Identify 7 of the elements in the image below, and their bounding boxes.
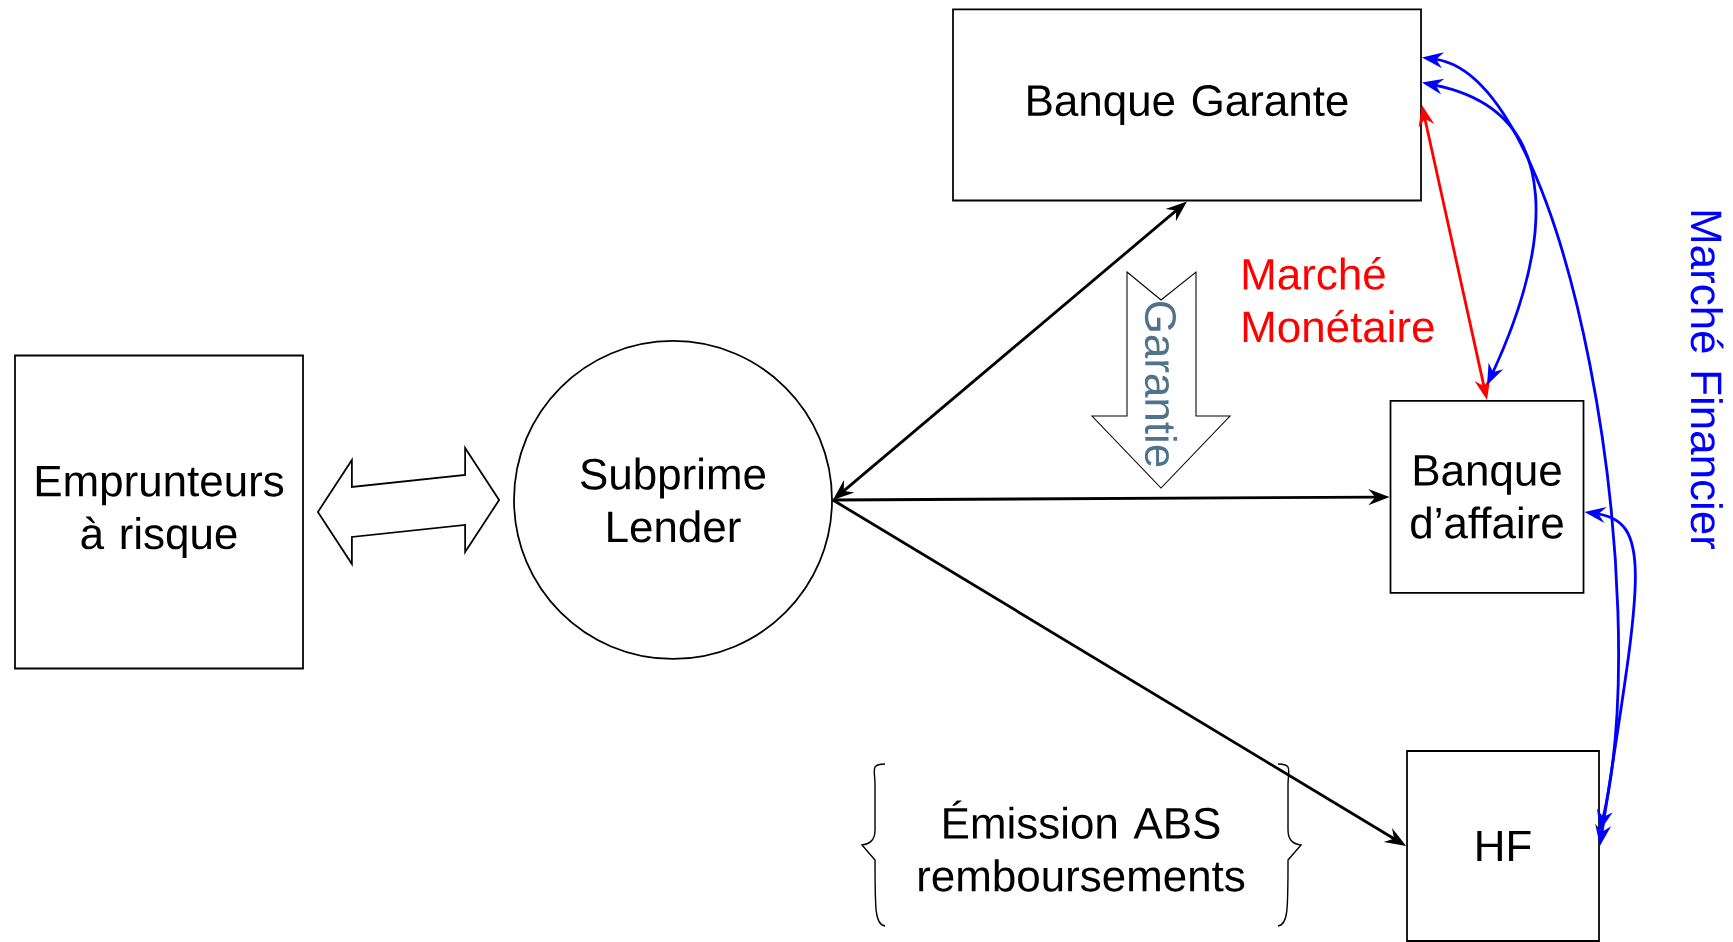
process-box: Banque d’affaire — [1389, 400, 1585, 594]
rotated-label: Marché Financier — [1690, 211, 1724, 550]
note-text: Émission ABS remboursements — [919, 800, 1245, 892]
process-box: Emprunteurs à risque — [14, 354, 304, 670]
process-box: Banque Garante — [952, 8, 1422, 202]
edge-label: Marché Monétaire — [1243, 257, 1434, 343]
process-box: HF — [1406, 750, 1600, 942]
